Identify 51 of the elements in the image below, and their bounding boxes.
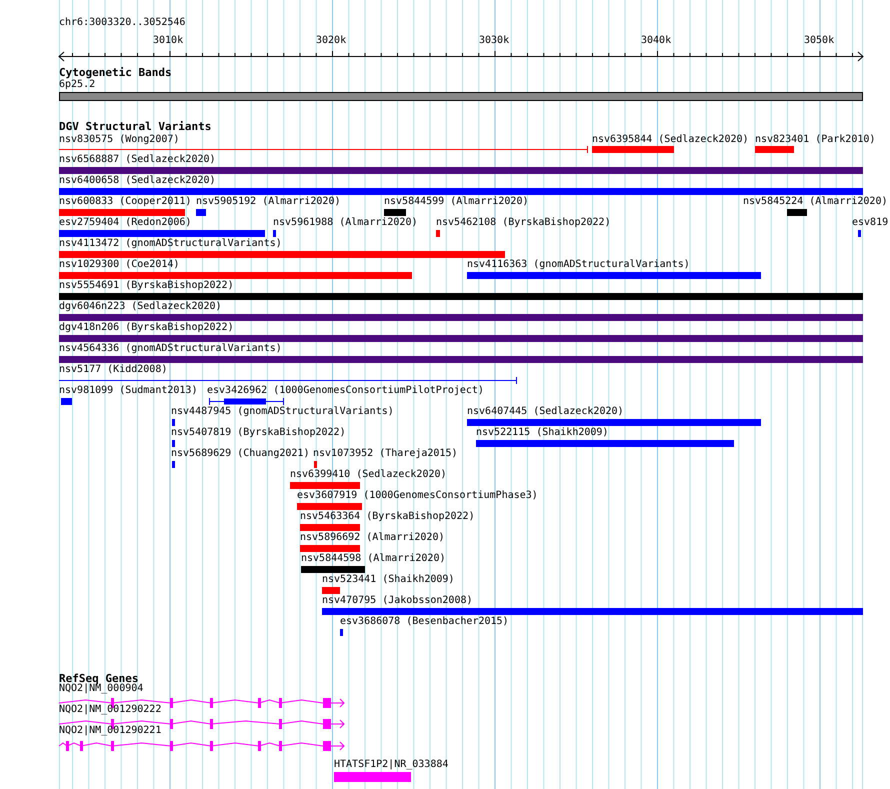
gene-label: HTATSF1P2|NR_033884 xyxy=(334,759,448,770)
variant-label: dgv418n206 (ByrskaBishop2022) xyxy=(59,322,234,333)
track-title: DGV Structural Variants xyxy=(59,121,212,132)
variant-label: nsv6568887 (Sedlazeck2020) xyxy=(59,154,216,165)
gene-label: NQO2|NM_000904 xyxy=(59,683,144,694)
variant-label: nsv4487945 (gnomADStructuralVariants) xyxy=(171,406,394,417)
variant-label: nsv5689629 (Chuang2021) xyxy=(171,448,310,459)
variant-label: nsv4113472 (gnomADStructuralVariants) xyxy=(59,238,282,249)
variant-label: esv3607919 (1000GenomesConsortiumPhase3) xyxy=(297,490,538,501)
variant-label: nsv981099 (Sudmant2013) xyxy=(59,385,198,396)
band-label: 6p25.2 xyxy=(59,79,96,90)
variant-label: nsv6400658 (Sedlazeck2020) xyxy=(59,175,216,186)
variant-label: nsv6407445 (Sedlazeck2020) xyxy=(467,406,624,417)
gene-label: NQO2|NM_001290222 xyxy=(59,704,162,715)
variant-label: esv2759404 (Redon2006) xyxy=(59,217,192,228)
variant-label: nsv5462108 (ByrskaBishop2022) xyxy=(436,217,611,228)
variant-label: nsv470795 (Jakobsson2008) xyxy=(322,595,473,606)
gene-label: NQO2|NM_001290221 xyxy=(59,725,162,736)
axis-tick-label: 3010k xyxy=(153,35,184,46)
axis-tick-label: 3040k xyxy=(641,35,672,46)
variant-label: nsv5844599 (Almarri2020) xyxy=(384,196,528,207)
variant-label: nsv5844598 (Almarri2020) xyxy=(301,553,446,564)
variant-label: nsv5177 (Kidd2008) xyxy=(59,364,168,375)
variant-label: nsv5845224 (Almarri2020) xyxy=(743,196,888,207)
variant-label: esv3426962 (1000GenomesConsortiumPilotProject) xyxy=(207,385,484,396)
variant-label: nsv523441 (Shaikh2009) xyxy=(322,574,454,585)
variant-label: nsv1029300 (Coe2014) xyxy=(59,259,180,270)
variant-label: nsv830575 (Wong2007) xyxy=(59,134,180,145)
axis-tick-label: 3050k xyxy=(804,35,834,46)
variant-label: esv3686078 (Besenbacher2015) xyxy=(340,616,509,627)
variant-label: dgv6046n223 (Sedlazeck2020) xyxy=(59,301,222,312)
variant-label: nsv5896692 (Almarri2020) xyxy=(300,532,444,543)
variant-label: nsv5554691 (ByrskaBishop2022) xyxy=(59,280,234,291)
variant-label: nsv823401 (Park2010) xyxy=(755,134,876,145)
variant-label: nsv4116363 (gnomADStructuralVariants) xyxy=(467,259,690,270)
track-title: Cytogenetic Bands xyxy=(59,67,172,78)
variant-label: nsv600833 (Cooper2011) xyxy=(59,196,192,207)
variant-label: nsv4564336 (gnomADStructuralVariants) xyxy=(59,343,282,354)
variant-label: nsv5905192 (Almarri2020) xyxy=(196,196,340,207)
axis-tick-label: 3020k xyxy=(316,35,346,46)
axis-title: chr6:3003320..3052546 xyxy=(59,17,186,28)
track-title: RefSeq Genes xyxy=(59,673,138,684)
variant-label: nsv5961988 (Almarri2020) xyxy=(273,217,418,228)
variant-label: nsv5463364 (ByrskaBishop2022) xyxy=(300,511,475,522)
axis-tick-label: 3030k xyxy=(479,35,510,46)
variant-label: nsv6395844 (Sedlazeck2020) xyxy=(592,134,749,145)
variant-label: nsv1073952 (Thareja2015) xyxy=(313,448,458,459)
variant-label: nsv522115 (Shaikh2009) xyxy=(476,427,608,438)
variant-label: esv819 xyxy=(852,217,888,228)
variant-label: nsv5407819 (ByrskaBishop2022) xyxy=(171,427,346,438)
variant-label: nsv6399410 (Sedlazeck2020) xyxy=(290,469,447,480)
